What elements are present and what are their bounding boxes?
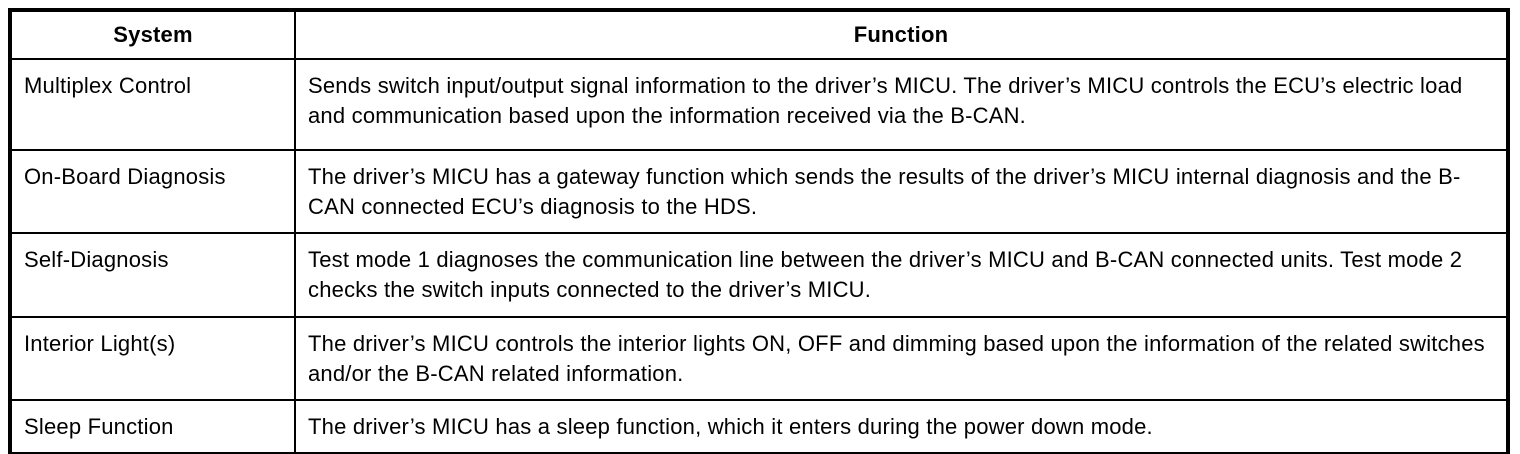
table-row: On-Board Diagnosis The driver’s MICU has…: [9, 149, 1509, 234]
table-row: Sleep Function The driver’s MICU has a s…: [9, 399, 1509, 454]
function-cell: Test mode 1 diagnoses the communication …: [294, 232, 1509, 318]
column-header-function: Function: [294, 9, 1509, 60]
table-row: Multiplex Control Sends switch input/out…: [9, 58, 1509, 151]
function-cell: The driver’s MICU has a gateway function…: [294, 149, 1509, 234]
system-cell: Multiplex Control: [9, 58, 296, 151]
function-cell: Sends switch input/output signal informa…: [294, 58, 1509, 151]
system-function-table: System Function Multiplex Control Sends …: [8, 8, 1510, 454]
system-cell: Sleep Function: [9, 399, 296, 454]
function-cell: The driver’s MICU controls the interior …: [294, 316, 1509, 401]
system-cell: Self-Diagnosis: [9, 232, 296, 318]
table-row: Self-Diagnosis Test mode 1 diagnoses the…: [9, 232, 1509, 318]
column-header-system: System: [9, 9, 296, 60]
system-cell: On-Board Diagnosis: [9, 149, 296, 234]
function-cell: The driver’s MICU has a sleep function, …: [294, 399, 1509, 454]
system-cell: Interior Light(s): [9, 316, 296, 401]
table-header-row: System Function: [9, 9, 1509, 60]
table-row: Interior Light(s) The driver’s MICU cont…: [9, 316, 1509, 401]
